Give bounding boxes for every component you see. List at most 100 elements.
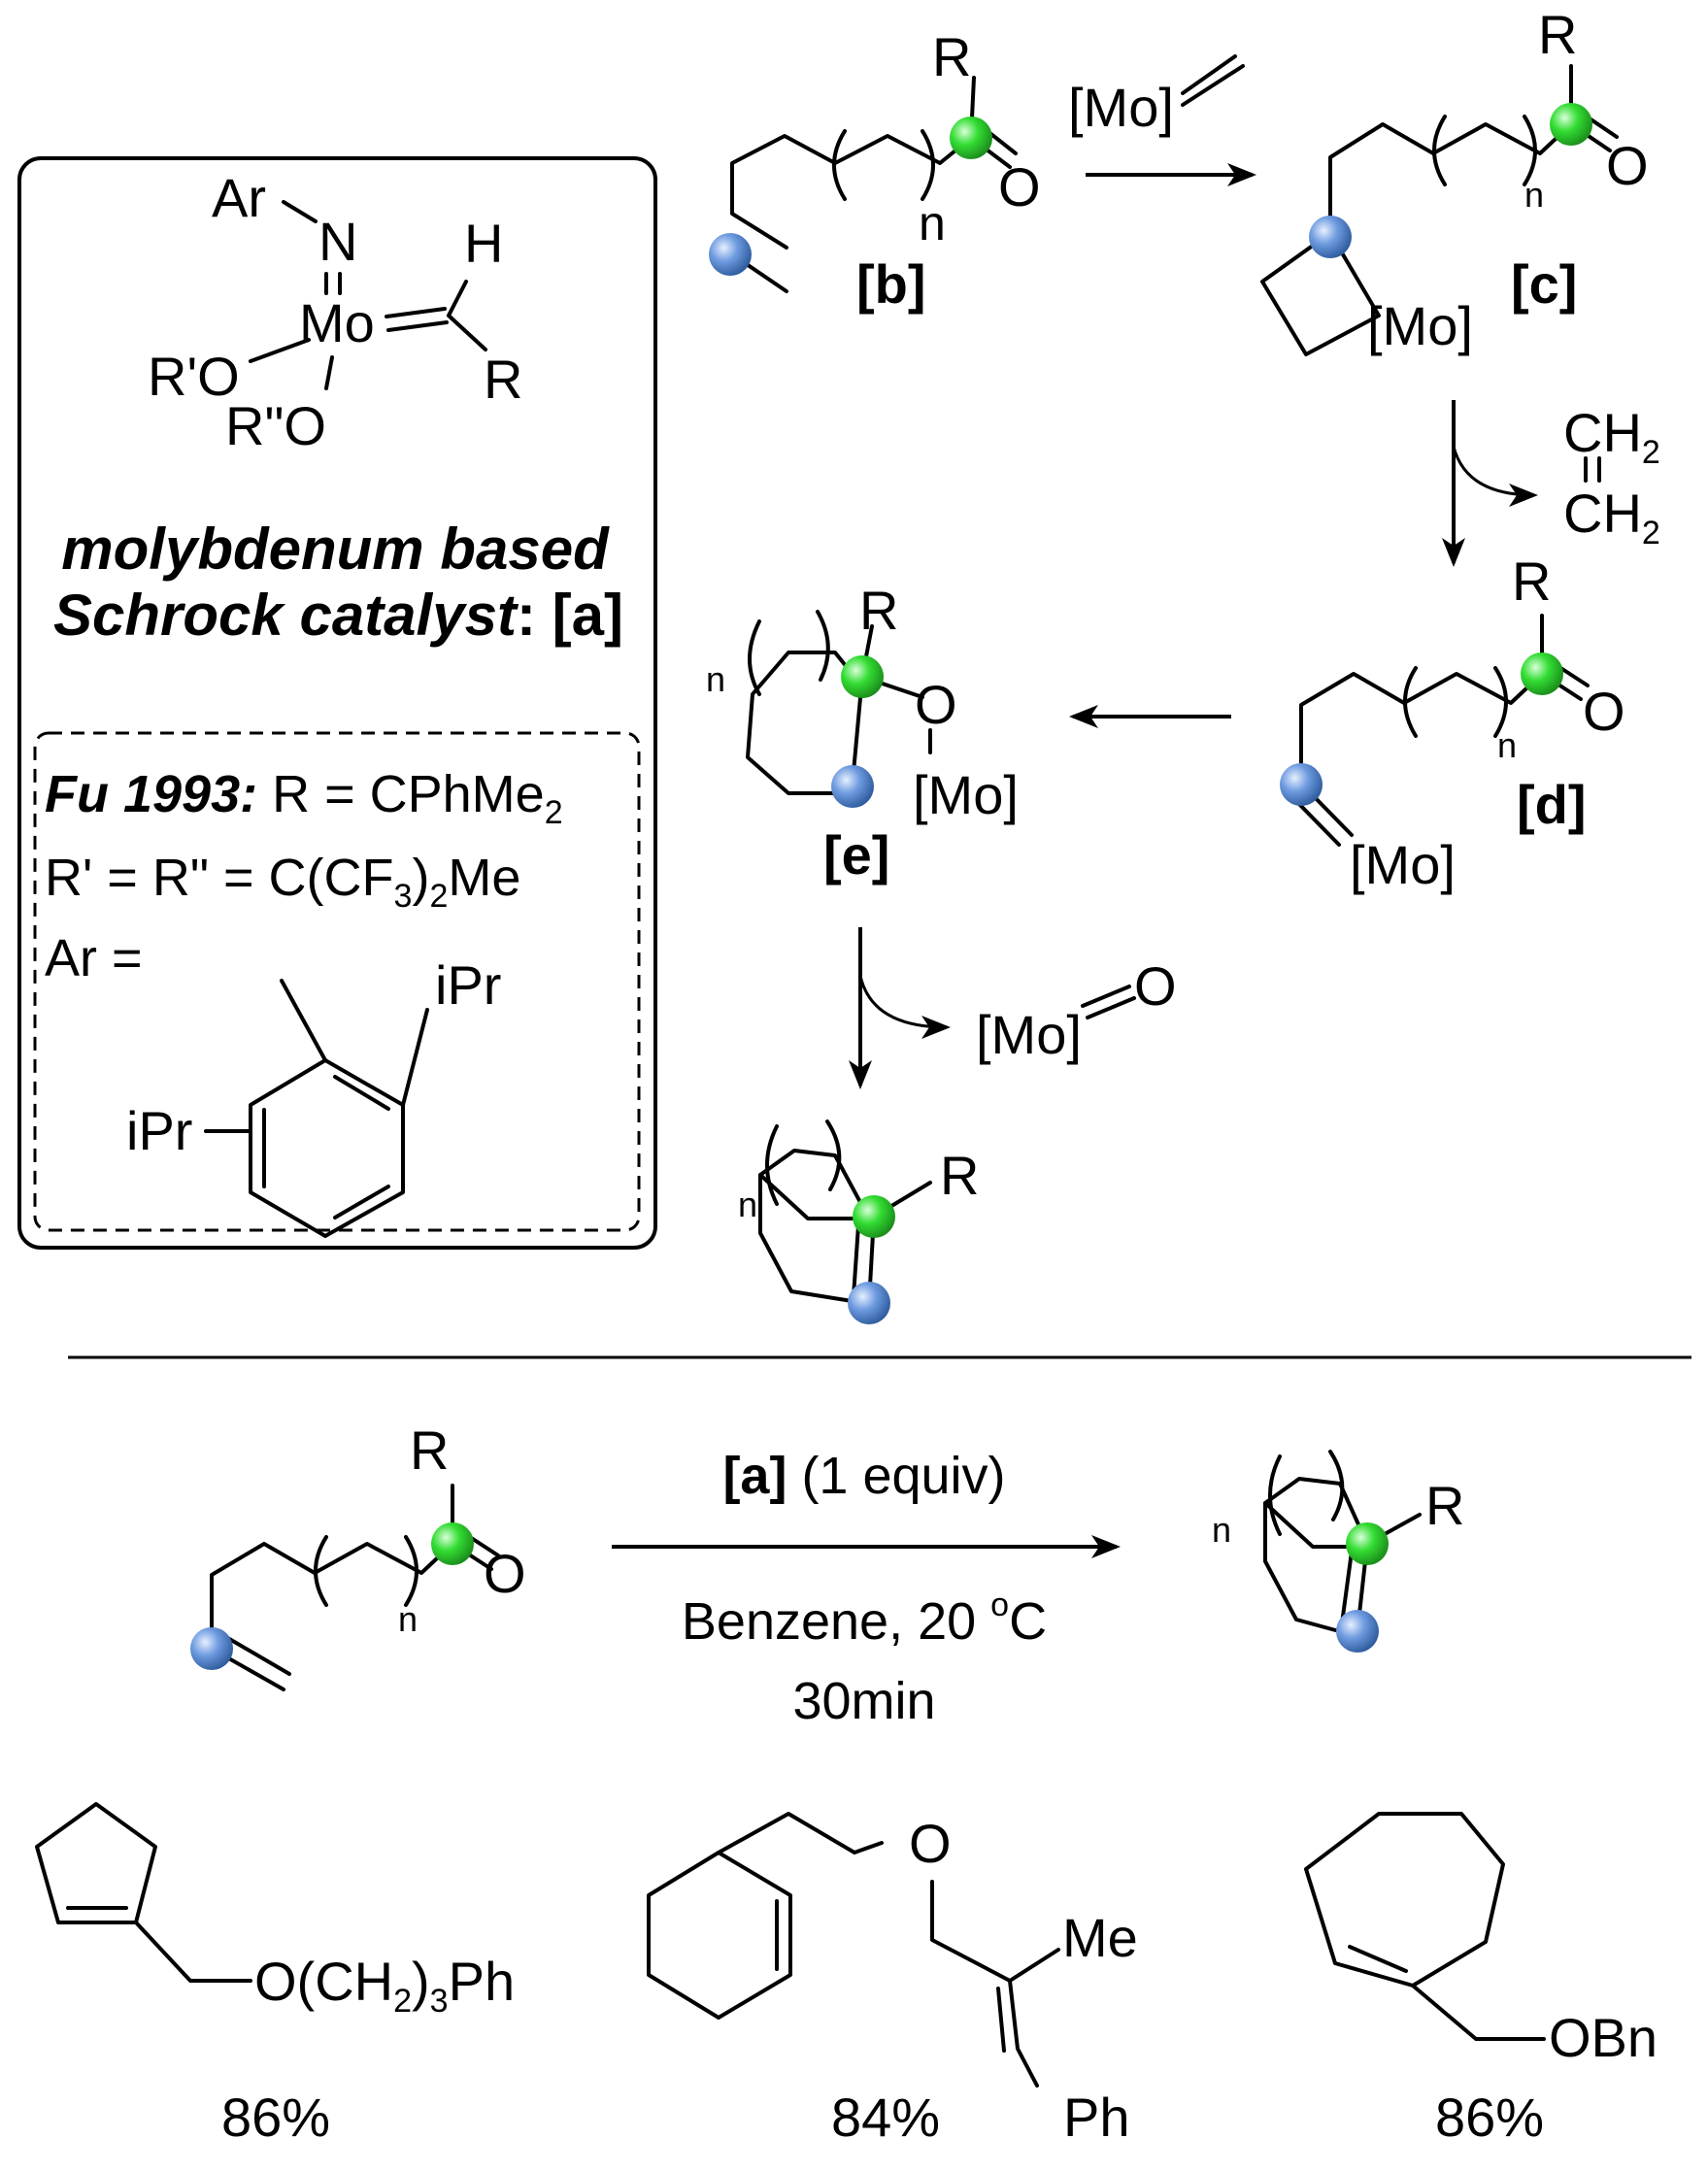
p1-sub2: 3 xyxy=(430,1983,449,2020)
alkylidene-r-label: R xyxy=(484,349,522,410)
fu-1993-title: Fu 1993: xyxy=(45,765,257,823)
alkene-carbon-atom xyxy=(1336,1610,1379,1653)
product-example-1: O(CH2)3Ph 86% xyxy=(35,1802,515,2148)
c-label: [c] xyxy=(1511,253,1577,315)
catalyst-panel: Ar N Mo H R R'O R"O molybdenum based Sch… xyxy=(17,156,657,1250)
alkene-carbon-atom xyxy=(709,233,752,276)
c-o-label: O xyxy=(1606,135,1649,196)
fu-1993-dashed-box xyxy=(33,731,641,1232)
c-mo-label: [Mo] xyxy=(1367,295,1473,356)
alkoxide-definition: R' = R" = C(CF3)2Me xyxy=(45,849,520,915)
substrate-o-label: O xyxy=(484,1543,526,1604)
carbonyl-carbon-atom xyxy=(853,1195,895,1238)
product2-me-label: Me xyxy=(1062,1907,1138,1968)
mech-product-n-label: n xyxy=(738,1185,757,1224)
substrate-r-label: R xyxy=(410,1420,449,1481)
product-example-3: OBn 86% xyxy=(1304,1812,1658,2148)
reaction-time: 30min xyxy=(792,1672,935,1730)
mo-oxo-o-label: O xyxy=(1134,955,1177,1017)
reaction-product: R n xyxy=(1212,1450,1464,1653)
e-r-label: R xyxy=(859,580,898,641)
ethylene-bottom-ch: CH xyxy=(1563,483,1642,544)
reagent-tag: [a] xyxy=(722,1447,787,1505)
p1-a: O(CH xyxy=(254,1951,393,2012)
ethylene-top-ch: CH xyxy=(1563,402,1642,463)
conditions-text: Benzene, 20 oC xyxy=(682,1587,1047,1651)
ethylene-bottom-sub: 2 xyxy=(1642,515,1660,551)
degree-sign: o xyxy=(990,1587,1009,1623)
isopropyl-top-label: iPr xyxy=(435,954,501,1016)
product-example-2: O Me Ph 84% xyxy=(647,1812,1138,2148)
product3-yield: 86% xyxy=(1435,2087,1544,2148)
alkoxide-def-b: ) xyxy=(412,849,429,907)
aryl-label: Ar xyxy=(212,167,266,228)
alkoxide-def-c: Me xyxy=(448,849,520,907)
alkoxide-def-a: R' = R" = C(CF xyxy=(45,849,394,907)
carbonyl-carbon-atom xyxy=(841,655,884,698)
isopropyl-left-label: iPr xyxy=(126,1100,192,1161)
catalyst-caption-tag: : [a] xyxy=(517,583,623,648)
alkene-carbon-atom xyxy=(190,1627,233,1670)
e-mo-label: [Mo] xyxy=(913,764,1019,825)
catalyst-box-border xyxy=(17,156,657,1250)
product2-yield: 84% xyxy=(831,2087,940,2148)
product2-ph-label: Ph xyxy=(1063,2087,1130,2148)
arrow-c-to-d: CH2 CH2 xyxy=(1442,400,1660,567)
product-r-label: R xyxy=(1425,1475,1464,1536)
d-mo-label: [Mo] xyxy=(1350,834,1456,895)
p1-sub1: 2 xyxy=(393,1983,412,2020)
alkene-carbon-atom xyxy=(1309,216,1352,258)
p1-c: Ph xyxy=(449,1951,516,2012)
product3-substituent: OBn xyxy=(1549,2007,1658,2068)
mech-product-r-label: R xyxy=(940,1145,979,1206)
arrow-b-to-c: [Mo] xyxy=(1068,54,1256,186)
carbonyl-carbon-atom xyxy=(1346,1522,1389,1565)
ethylene-bottom-label: CH2 xyxy=(1563,483,1660,551)
solvent-temp: Benzene, 20 xyxy=(682,1592,990,1651)
e-n-label: n xyxy=(706,659,725,699)
catalyst-caption-line2: Schrock catalyst: [a] xyxy=(53,583,623,648)
intermediate-c: R O n [c] [Mo] xyxy=(1260,4,1649,356)
b-n-label: n xyxy=(919,196,946,251)
product1-yield: 86% xyxy=(221,2087,330,2148)
alkylidene-h-label: H xyxy=(464,213,503,274)
carbonyl-carbon-atom xyxy=(1550,103,1592,146)
b-label: [b] xyxy=(856,253,926,315)
c-n-label: n xyxy=(1524,175,1544,215)
celsius-unit: C xyxy=(1009,1592,1047,1651)
carbonyl-carbon-atom xyxy=(1521,652,1563,695)
product2-o-label: O xyxy=(909,1813,952,1874)
product-n-label: n xyxy=(1212,1510,1231,1550)
intermediate-d: R O n [d] [Mo] xyxy=(1280,551,1625,895)
mo-methylidene-label: [Mo] xyxy=(1068,77,1174,138)
diisopropylphenyl-ring: iPr iPr xyxy=(126,954,501,1238)
catalyst-caption-name: Schrock catalyst xyxy=(53,583,519,648)
b-o-label: O xyxy=(998,156,1041,217)
mechanism-cycloalkene-product: R n xyxy=(738,1119,979,1324)
fu-1993-r-sub: 2 xyxy=(545,794,563,831)
alkene-carbon-atom xyxy=(848,1282,890,1324)
catalyst-caption-line1: molybdenum based xyxy=(61,517,610,582)
mo-oxo-label: [Mo] xyxy=(976,1004,1082,1065)
alkoxide-1-label: R'O xyxy=(148,346,240,407)
fu-1993-r-def: R = CPhMe xyxy=(257,765,545,823)
d-o-label: O xyxy=(1583,681,1625,742)
c-r-label: R xyxy=(1538,4,1577,65)
alkene-carbon-atom xyxy=(1280,763,1323,806)
reaction-arrow: [a] (1 equiv) Benzene, 20 oC 30min xyxy=(612,1447,1121,1730)
alkoxide-def-sub1: 3 xyxy=(394,878,413,915)
aryl-definition-label: Ar = xyxy=(45,929,143,987)
reagent-text: [a] (1 equiv) xyxy=(722,1447,1005,1505)
carbonyl-carbon-atom xyxy=(950,117,992,159)
d-r-label: R xyxy=(1512,551,1551,612)
b-r-label: R xyxy=(932,26,971,87)
molybdenum-label: Mo xyxy=(299,292,375,353)
arrow-e-to-product: [Mo] O xyxy=(849,927,1177,1089)
intermediate-e: R O n [Mo] [e] xyxy=(706,580,1019,886)
carbonyl-carbon-atom xyxy=(431,1522,474,1565)
schrock-catalyst-structure: Ar N Mo H R R'O R"O xyxy=(148,167,522,456)
intermediate-b: R O n [b] xyxy=(709,26,1041,315)
product1-substituent: O(CH2)3Ph xyxy=(254,1951,515,2020)
ethylene-top-sub: 2 xyxy=(1642,434,1660,471)
